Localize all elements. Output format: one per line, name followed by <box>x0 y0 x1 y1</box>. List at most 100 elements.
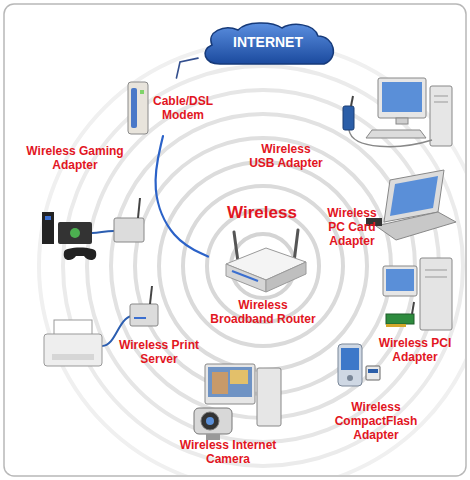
device-label: Wireless Internet Camera <box>174 438 282 466</box>
device-label: Wireless PCI Adapter <box>376 336 454 364</box>
monitor <box>205 364 255 404</box>
laptop-base <box>376 212 456 240</box>
keyboard <box>366 130 426 138</box>
device-node: Wireless PC Card Adapter <box>322 204 382 250</box>
console-logo <box>70 228 80 238</box>
monitor <box>383 266 417 296</box>
console-logo <box>45 216 51 220</box>
device-label: Wireless Broadband Router <box>208 298 318 326</box>
text-block: Wireless Gaming Adapter <box>24 144 126 172</box>
lens-glass <box>206 417 214 425</box>
pda-screen <box>341 348 359 370</box>
device-node: Wireless CompactFlash Adapter <box>330 398 422 444</box>
screen <box>208 367 252 397</box>
camera-icon <box>194 364 281 440</box>
drive-bay <box>425 277 447 278</box>
device-label: INTERNET <box>198 35 338 49</box>
drive-bay <box>434 102 448 103</box>
monitor <box>378 78 426 118</box>
frame <box>4 4 466 476</box>
modem-stripe <box>131 88 137 128</box>
device-node: Wireless USB Adapter <box>248 140 324 172</box>
device-label: Wireless PC Card Adapter <box>322 206 382 248</box>
usb-adapter <box>343 106 354 130</box>
text-block: INTERNET <box>198 35 338 49</box>
screen <box>382 82 422 112</box>
card-stripe <box>368 369 378 373</box>
pci-card <box>386 314 414 324</box>
tower <box>430 86 452 146</box>
modem-light <box>140 90 144 94</box>
device-label: Wireless Gaming Adapter <box>24 144 126 172</box>
pda-icon <box>338 344 380 386</box>
router-front <box>226 264 266 292</box>
device-node: Wireless Print Server <box>116 336 202 368</box>
wireless-heading: Wireless <box>207 203 317 223</box>
antenna <box>150 286 152 304</box>
modem-icon <box>128 82 148 134</box>
radio-wave <box>183 186 343 346</box>
tower <box>257 368 281 426</box>
drive-bay <box>425 270 447 271</box>
laptop-screen <box>390 176 438 216</box>
radio-wave <box>63 66 463 466</box>
text-block: Cable/DSL Modem <box>150 94 216 122</box>
photo <box>230 370 248 384</box>
printer-body <box>44 334 102 366</box>
device-label: Wireless CompactFlash Adapter <box>330 400 422 442</box>
router-lights <box>232 271 258 281</box>
pda-button <box>347 375 353 381</box>
pda-body <box>338 344 362 386</box>
antenna <box>412 302 414 314</box>
game-controller <box>64 248 97 261</box>
pci-desktop-icon <box>383 258 452 330</box>
device-label: Wireless Print Server <box>116 338 202 366</box>
text-block: Wireless PCI Adapter <box>376 336 454 364</box>
antenna <box>138 198 140 218</box>
console <box>58 222 92 244</box>
router-side <box>266 262 306 292</box>
cable-line <box>156 136 208 257</box>
photo <box>212 372 228 394</box>
compactflash-card <box>366 366 380 380</box>
tower <box>420 258 452 330</box>
desktop-icon <box>343 78 452 147</box>
gaming-adapter <box>114 218 144 242</box>
camera-lens <box>201 412 219 430</box>
paper-tray <box>52 354 94 360</box>
antenna <box>234 232 238 262</box>
device-node: Cable/DSL Modem <box>124 78 216 136</box>
text-block: Wireless Internet Camera <box>174 438 282 466</box>
device-node: Wireless PCI Adapter <box>376 334 454 366</box>
antenna <box>294 230 298 262</box>
screen <box>386 269 414 291</box>
text-block: Wireless PC Card Adapter <box>322 206 382 248</box>
cable-line <box>176 58 198 78</box>
radio-wave <box>87 90 439 442</box>
console-wire <box>92 231 114 233</box>
modem-body <box>128 82 148 134</box>
text-block: Wireless Broadband Router <box>208 298 318 326</box>
status-lights <box>134 317 146 319</box>
router-icon <box>226 230 306 292</box>
text-block: Wireless Print Server <box>116 338 202 366</box>
cloud-node: INTERNET <box>198 20 338 66</box>
camera-body <box>194 408 232 434</box>
router-node: Wireless Broadband Router <box>208 236 318 328</box>
text-block: Wireless USB Adapter <box>248 142 324 170</box>
antenna <box>351 96 353 106</box>
monitor-stand <box>396 118 408 124</box>
device-node: Wireless Gaming Adapter <box>24 142 126 174</box>
radio-wave <box>39 42 465 475</box>
device-label: Cable/DSL Modem <box>150 94 216 122</box>
usb-cable <box>349 130 432 147</box>
text-block: Wireless CompactFlash Adapter <box>330 400 422 442</box>
laptop-icon <box>366 170 456 240</box>
drive-bay <box>434 96 448 97</box>
gaming-icon <box>42 198 144 260</box>
connectors <box>156 58 208 257</box>
card-contacts <box>386 324 406 327</box>
radio-waves <box>39 42 465 475</box>
device-node: Wireless Internet Camera <box>174 436 282 468</box>
console <box>42 212 54 244</box>
